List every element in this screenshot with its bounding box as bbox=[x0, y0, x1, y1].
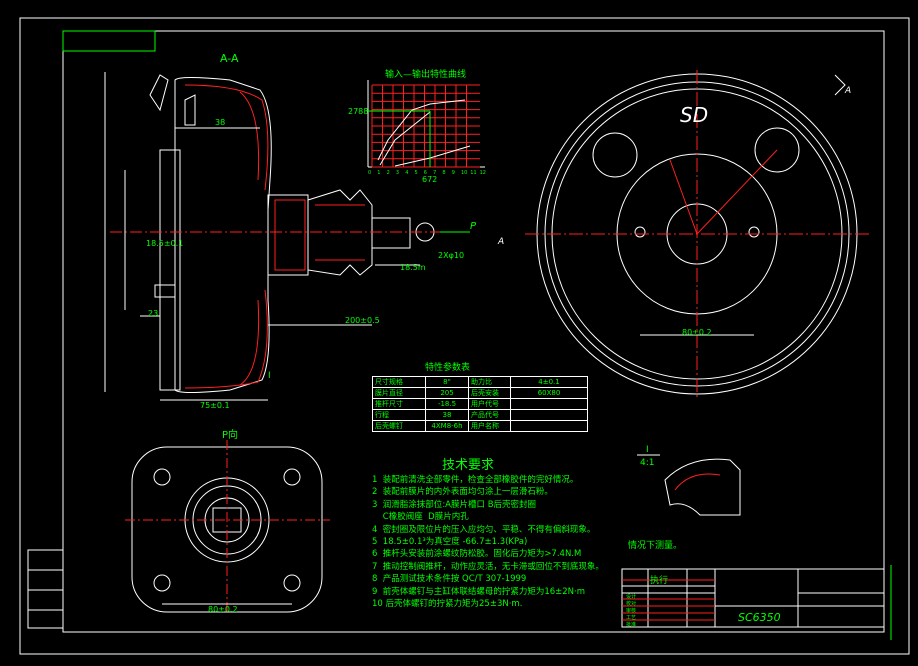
disk-label: SD bbox=[680, 103, 708, 127]
tech-item: C橡胶阀座 D膜片内孔 bbox=[372, 512, 469, 523]
param-cell: 行程 bbox=[372, 409, 426, 421]
param-cell: 38 bbox=[425, 409, 469, 421]
arrow-p-label: P bbox=[470, 221, 477, 232]
param-cell: 4XM8-6h bbox=[425, 420, 469, 432]
chart-x-tick: 3 bbox=[396, 170, 399, 176]
dim-200: 200±0.5 bbox=[345, 316, 380, 325]
tech-item: 6 推杆头安装前涂螺纹防松胶。固化后力矩为>7.4N.M bbox=[372, 549, 582, 560]
param-cell: 60X80 bbox=[510, 387, 588, 399]
p-view bbox=[125, 440, 330, 615]
left-side-stamps bbox=[27, 549, 64, 629]
dim-80-right: 80±0.2 bbox=[682, 328, 712, 337]
detail-note: 情况下测量。 bbox=[628, 539, 682, 551]
param-cell: 用户名称 bbox=[468, 420, 511, 432]
param-cell: 产品代号 bbox=[468, 409, 511, 421]
detail-label: I bbox=[646, 445, 649, 455]
param-cell bbox=[510, 420, 588, 432]
tech-item: 1 装配前清洗全部零件，检查全部橡胶件的完好情况。 bbox=[372, 475, 579, 485]
chart-x-tick: 2 bbox=[387, 170, 390, 176]
chart-x-tick: 12 bbox=[480, 170, 486, 176]
tech-requirements: 1 装配前清洗全部零件，检查全部橡胶件的完好情况。 2 装配前膜片的内外表面均匀涂… bbox=[372, 474, 604, 610]
title-block bbox=[621, 565, 892, 640]
exec-label: 执行 bbox=[650, 574, 668, 586]
param-cell: 推杆尺寸 bbox=[372, 398, 426, 410]
tech-item: 10 后壳体螺钉的拧紧力矩为25±3N·m. bbox=[372, 599, 523, 610]
dim-23: 23 bbox=[148, 309, 158, 318]
section-mark-a-left: A bbox=[497, 237, 504, 247]
chart-x-tick: 0 bbox=[368, 170, 371, 176]
detail-ref-label: I bbox=[268, 371, 271, 381]
chart-x-tick: 11 bbox=[470, 170, 476, 176]
param-cell: 后壳安装 bbox=[468, 387, 511, 399]
chart-x-tick: 5 bbox=[415, 170, 418, 176]
tech-item: 4 密封圈及限位片的压入应均匀、平稳、不得有偏斜现象。 bbox=[372, 524, 596, 535]
chart-x-tick: 4 bbox=[405, 170, 408, 176]
chart-x-tick: 8 bbox=[442, 170, 445, 176]
tech-item: 2 装配前膜片的内外表面均匀涂上一层滑石粉。 bbox=[372, 487, 553, 498]
title-label: 批准 bbox=[626, 621, 636, 628]
inner-frame bbox=[62, 30, 885, 633]
detail-view bbox=[637, 454, 741, 516]
param-cell bbox=[510, 409, 588, 421]
chart-title: 输入—输出特性曲线 bbox=[385, 68, 466, 80]
param-cell: 助力比 bbox=[468, 376, 511, 388]
chart-x-tick: 9 bbox=[452, 170, 455, 176]
dim-75: 75±0.1 bbox=[200, 401, 230, 410]
param-cell: -18.5 bbox=[425, 398, 469, 410]
param-cell: 膜片直径 bbox=[372, 387, 426, 399]
chart-x-tick: 7 bbox=[433, 170, 436, 176]
title-label: 工艺 bbox=[626, 615, 636, 621]
title-label: 设计 bbox=[626, 593, 636, 600]
param-cell: 4±0.1 bbox=[510, 376, 588, 388]
section-mark-a-top: A bbox=[844, 86, 851, 96]
tech-title: 技术要求 bbox=[442, 458, 495, 473]
tech-item: 3 润滑脂涂抹部位:A膜片槽口 B后壳密封圈 bbox=[372, 499, 537, 510]
param-cell: 用户代号 bbox=[468, 398, 511, 410]
dim-18-5b: 18.5m bbox=[400, 263, 426, 272]
disk-view bbox=[525, 70, 870, 400]
chart-x-tick: 1 bbox=[377, 170, 380, 176]
param-cell bbox=[510, 398, 588, 410]
detail-scale: 4:1 bbox=[640, 458, 654, 468]
drawing-number: SC6350 bbox=[738, 611, 781, 624]
param-cell: 尺寸规格 bbox=[372, 376, 426, 388]
param-cell: 205 bbox=[425, 387, 469, 399]
outer-frame bbox=[19, 17, 910, 655]
dim-18-5: 18.5±0.1 bbox=[146, 239, 183, 248]
dim-38: 38 bbox=[215, 118, 225, 127]
tech-item: 9 前壳体螺钉与主缸体联结螺母的拧紧力矩为16±2N·m bbox=[372, 586, 586, 597]
section-label: A-A bbox=[220, 52, 239, 65]
dim-hole: 2Xφ10 bbox=[438, 251, 464, 260]
chart-y-mark: 2788 bbox=[348, 107, 368, 116]
title-label: 审核 bbox=[626, 607, 636, 614]
chart-x-mark: 672 bbox=[422, 175, 437, 184]
tech-item: 5 18.5±0.1³为真空度 -66.7±1.3(KPa) bbox=[372, 537, 528, 548]
title-label: 校对 bbox=[626, 600, 636, 607]
chart-x-tick: 6 bbox=[424, 170, 427, 176]
section-view bbox=[104, 72, 470, 401]
tech-item: 8 产品测试技术条件按 QC/T 307-1999 bbox=[372, 574, 527, 585]
tech-item: 7 推动控制阀推杆，动作应灵活，无卡滞或回位不到底现象。 bbox=[372, 561, 604, 572]
chart-x-tick: 10 bbox=[461, 170, 467, 176]
param-cell: 8" bbox=[425, 376, 469, 388]
corner-box bbox=[62, 30, 156, 52]
param-table-title: 特性参数表 bbox=[425, 363, 471, 373]
dim-80-bottom: 80±0.2 bbox=[208, 605, 238, 614]
param-cell: 后壳螺钉 bbox=[372, 420, 426, 432]
p-view-label: P向 bbox=[222, 428, 238, 441]
